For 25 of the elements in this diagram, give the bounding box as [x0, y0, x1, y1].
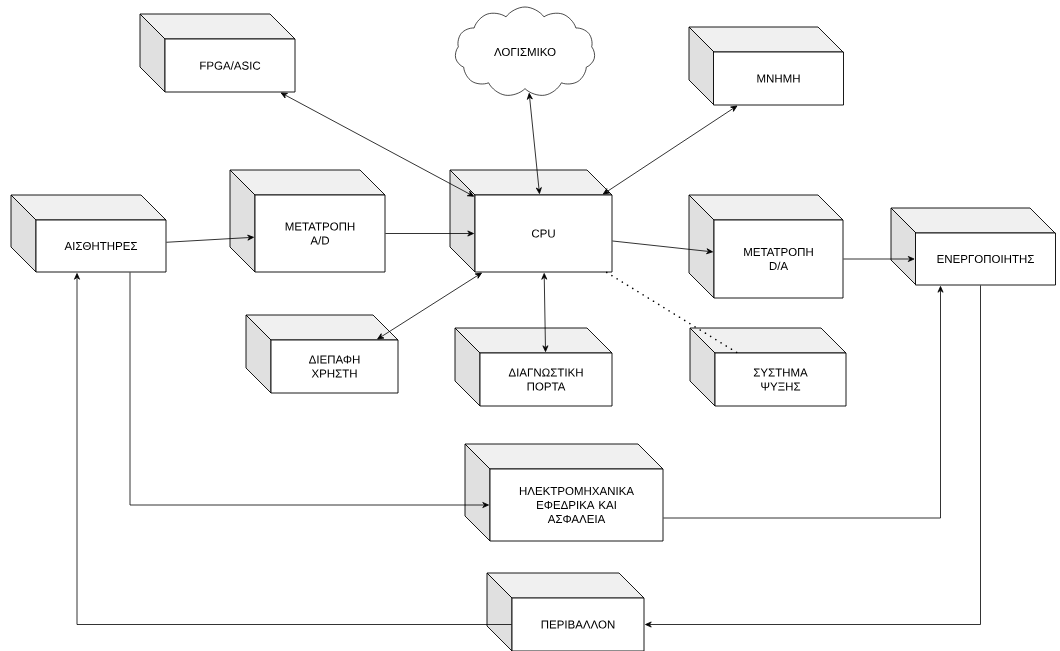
cube-box: FPGA/ASIC — [139, 13, 296, 93]
arrow — [385, 230, 474, 237]
cube-box: ΜΕΤΑΤΡΟΠΗ D/A — [688, 194, 844, 299]
cube-box: ΔΙΑΓΝΩΣΤΙΚΗ ΠΟΡΤΑ — [454, 327, 613, 407]
arrow — [843, 256, 915, 262]
arrow — [166, 234, 254, 243]
cube-box: ΣΥΣΤΗΜΑ ΨΥΞΗΣ — [689, 327, 847, 407]
arrow — [645, 285, 981, 628]
cube-box: ΠΕΡΙΒΑΛΛΟΝ — [486, 572, 645, 651]
arrow — [612, 240, 713, 255]
arrow — [129, 272, 489, 508]
cube-box: ΑΙΣΘΗΤΗΡΕΣ — [10, 194, 167, 273]
cube-box: CPU — [449, 169, 613, 273]
arrow — [74, 273, 512, 625]
cube-box: ΔΙΕΠΑΦΗ ΧΡΗΣΤΗ — [245, 314, 399, 394]
cube-box: ΕΝΕΡΓΟΠΟΙΗΤΗΣ — [890, 207, 1056, 286]
arrow — [377, 272, 482, 340]
cube-box: ΗΛΕΚΤΡΟΜΗΧΑΝΙΚΑ ΕΦΕΔΡΙΚΑ ΚΑΙ ΑΣΦΑΛΕΙΑ — [464, 443, 664, 542]
arrow — [602, 105, 738, 195]
cube-box: ΜΕΤΑΤΡΟΠΗ A/D — [229, 169, 386, 273]
arrow — [526, 92, 542, 194]
arrow — [280, 92, 475, 197]
arrow — [541, 273, 549, 352]
arrow — [663, 286, 944, 519]
cube-box: ΜΝΗΜΗ — [688, 26, 844, 106]
